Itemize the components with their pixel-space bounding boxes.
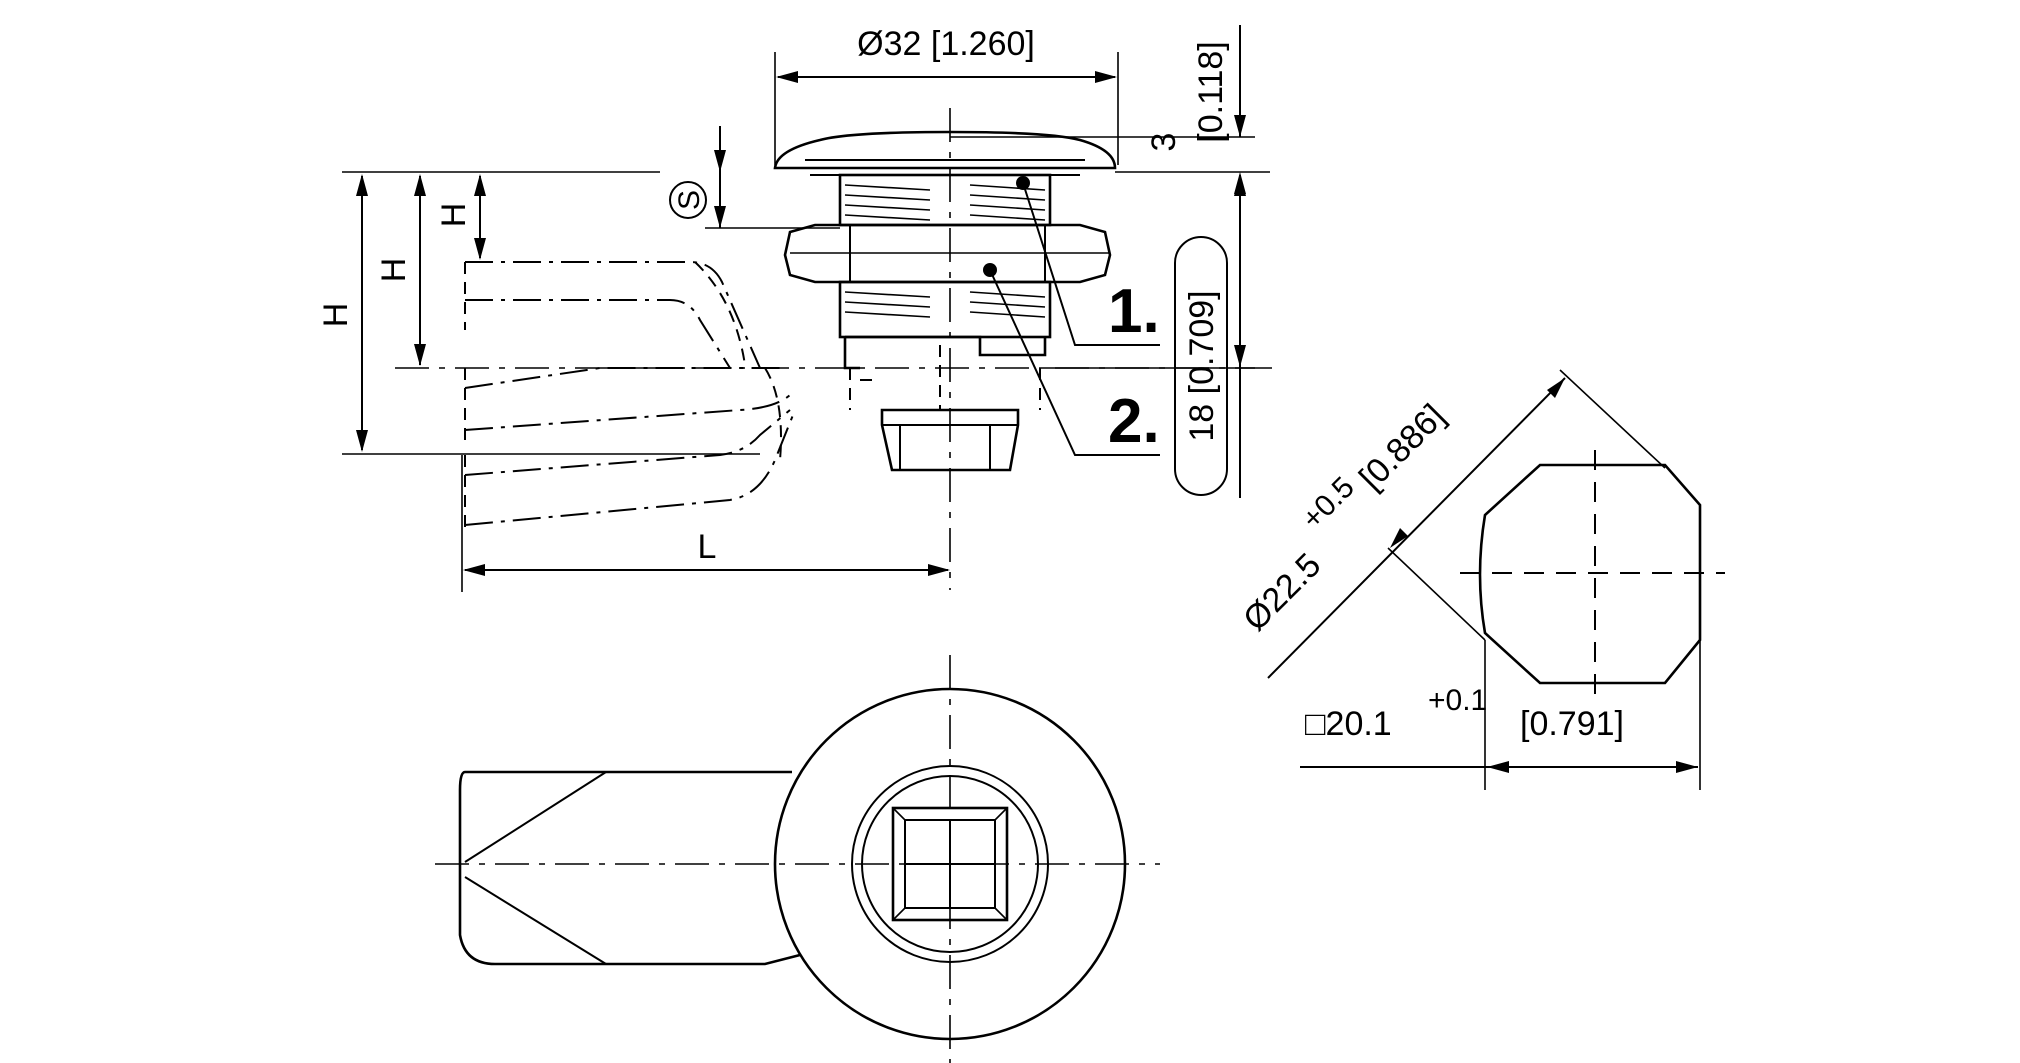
dia32-label: Ø32 [1.260] xyxy=(857,25,1035,63)
lever-bevel-upper xyxy=(464,771,607,863)
lever-outline xyxy=(458,770,801,966)
h3-label-in: [0.118] xyxy=(1192,41,1230,142)
drive-diag-1 xyxy=(892,807,906,821)
flat-label-tol: +0.1 xyxy=(1428,684,1487,717)
dia22-ext-1 xyxy=(1387,547,1486,641)
drive-diag-4 xyxy=(994,907,1008,921)
h-label-inner: H xyxy=(435,203,473,228)
lever-bevel-lower xyxy=(464,876,607,965)
dia22-label-base: Ø22.5 xyxy=(1236,546,1328,638)
h-label-outer: H xyxy=(317,303,355,328)
callout-1-leader xyxy=(1022,182,1160,346)
lever-position-upper xyxy=(465,261,761,369)
lever-position-lower xyxy=(464,409,796,526)
grip-arrows xyxy=(1234,174,1246,367)
grip-label-frame xyxy=(1174,236,1228,496)
h-arrows-inner xyxy=(474,174,486,260)
h-label-mid: H xyxy=(375,258,413,283)
lever-arc-guide xyxy=(694,261,782,461)
cam-seat xyxy=(843,335,1047,370)
callout-2-label: 2. xyxy=(1108,387,1160,456)
front-view xyxy=(435,655,1160,1063)
dia22-label-in: [0.886] xyxy=(1352,397,1452,497)
dia22-dim xyxy=(1267,377,1566,679)
drive-diag-3 xyxy=(892,907,906,921)
s-symbol: S xyxy=(673,190,706,210)
hex-nut xyxy=(783,223,1112,284)
callout-2-leader xyxy=(989,269,1160,456)
h3-label-mm: 3 xyxy=(1145,133,1183,152)
dia22-ext-2 xyxy=(1559,369,1666,469)
h-arrows-mid xyxy=(414,174,426,366)
lower-thread-lines xyxy=(844,291,1046,318)
panel-cutout-view: Ø22.5 +0.5 [0.886] □20.1 +0.1 [0.791] xyxy=(1236,369,1725,790)
side-view: H H H L Ø32 [1.260] 3 [0.118] 18 [0.709]… xyxy=(317,25,1272,592)
flat-label-base: □20.1 xyxy=(1305,705,1392,743)
flat-arrows xyxy=(1487,761,1698,773)
l-label: L xyxy=(698,528,717,566)
callout-1-label: 1. xyxy=(1108,277,1160,346)
lever-position-middle xyxy=(464,367,791,431)
flat-label-in: [0.791] xyxy=(1520,705,1624,743)
lower-thread-body xyxy=(838,280,1052,339)
s-symbol-circle xyxy=(669,181,707,219)
cam-hidden-outline xyxy=(849,345,1041,410)
upper-thread-lines xyxy=(844,184,1046,221)
cutout-outline xyxy=(1478,463,1702,685)
dia22-label-tol: +0.5 xyxy=(1296,471,1361,536)
s-arrows xyxy=(714,150,726,228)
grip-label: 18 [0.709] xyxy=(1183,290,1221,441)
drive-diag-2 xyxy=(994,807,1008,821)
